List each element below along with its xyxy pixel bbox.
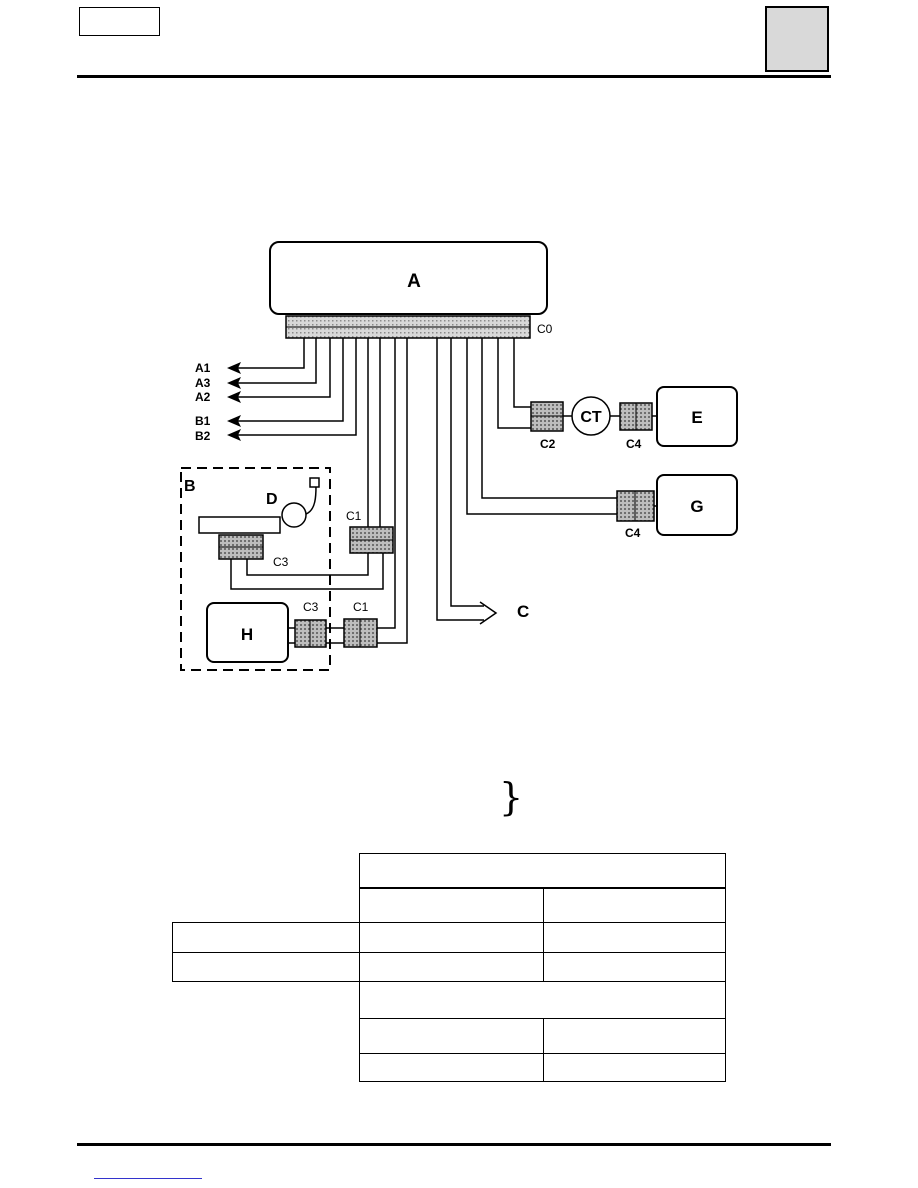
table-subheader-right [543,887,726,923]
table-row-2-col-1 [359,952,544,982]
footer-rule [77,1143,831,1146]
component-d-label: D [266,491,278,508]
table-row-3-col-2 [543,1018,726,1054]
table-subheader-left [359,887,544,923]
table-row-2-col-2 [543,952,726,982]
unit-a-label: A [407,271,421,292]
connector-c1-top-label: C1 [346,509,362,523]
header-corner-square [765,6,829,72]
table-row-1-label [172,922,360,953]
table-row-4-col-1 [359,1053,544,1082]
unit-a-box [269,241,548,315]
header-rule [77,75,831,78]
unit-g-box [656,474,738,536]
group-b-label: B [184,478,196,495]
unit-e-box [656,386,738,447]
component-d-reel [281,502,307,528]
group-b-frame [180,467,331,671]
output-label-a3: A3 [195,376,211,390]
output-label-a2: A2 [195,390,211,404]
table-row-4-col-2 [543,1053,726,1082]
output-label-a1: A1 [195,361,211,375]
closing-brace: } [499,775,524,819]
table-row-2-label [172,952,360,982]
connector-c1-h-label: C1 [353,600,369,614]
connector-c4-e-label: C4 [626,437,642,451]
output-label-b1: B1 [195,414,211,428]
connector-c4-g-label: C4 [625,526,641,540]
component-d-end [309,477,320,488]
connector-c2-label: C2 [540,437,556,451]
connector-c3-left-label: C3 [273,555,289,569]
table-row-3-col-1 [359,1018,544,1054]
ct-label: CT [580,409,602,426]
unit-e-label: E [691,408,702,427]
connector-c0-label: C0 [537,322,553,336]
output-c-label: C [517,602,529,621]
unit-g-label: G [690,497,703,516]
table-row-1-col-1 [359,922,544,953]
table-header-top [359,853,726,889]
footer-link[interactable] [94,1178,202,1179]
unit-h-label: H [241,625,253,644]
header-label-box [79,7,160,36]
output-label-b2: B2 [195,429,211,443]
component-d-bar [198,516,281,534]
unit-h-box [206,602,289,663]
table-row-1-col-2 [543,922,726,953]
connector-c3-h-label: C3 [303,600,319,614]
table-header-bottom [359,981,726,1019]
